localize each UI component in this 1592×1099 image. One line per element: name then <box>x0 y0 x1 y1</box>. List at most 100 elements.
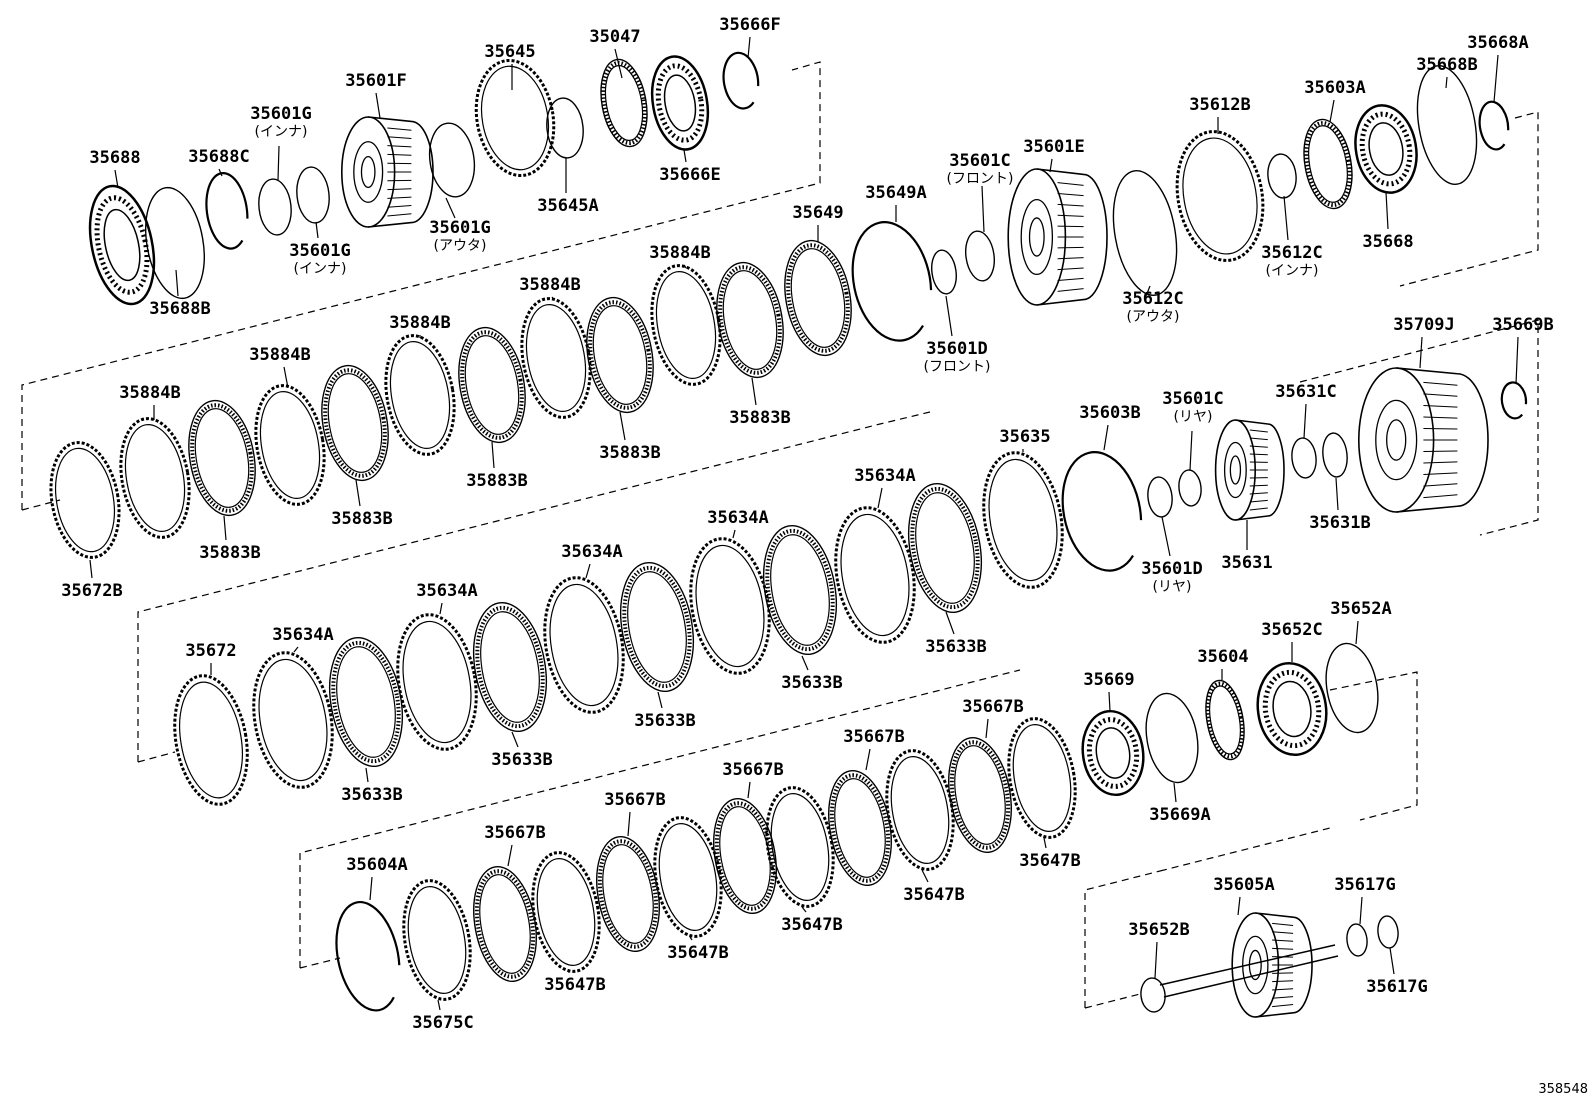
part-number-label: 35633B <box>634 711 695 731</box>
ring-disc <box>1112 170 1178 296</box>
outer-edge <box>908 482 982 614</box>
inner-edge <box>834 778 886 878</box>
disc-outline <box>1147 476 1173 518</box>
outer-edge <box>763 524 837 656</box>
spline-plate <box>252 651 334 789</box>
frame-line <box>1084 870 1161 1008</box>
inner-edge <box>604 65 644 141</box>
ring-arc <box>1500 381 1528 420</box>
drum-front <box>1214 419 1256 521</box>
leader-line <box>1385 191 1389 230</box>
leader-line <box>627 811 631 837</box>
drum-bore <box>1375 399 1418 481</box>
leader-line <box>293 646 299 653</box>
part-number-label: 35601C <box>1162 389 1223 409</box>
drum-spline <box>387 145 412 148</box>
leader-line <box>218 168 223 177</box>
part-number-label: 35688B <box>149 299 210 319</box>
drum-front <box>1007 168 1067 306</box>
part-number-label: 35884B <box>119 383 180 403</box>
bearing-race <box>1081 709 1145 797</box>
ring-disc <box>296 166 330 224</box>
part-number-label: 35604 <box>1197 647 1248 667</box>
friction-plate <box>1303 118 1353 210</box>
ring-disc <box>1322 432 1348 478</box>
part-number-label: 35604A <box>346 855 407 875</box>
disc-outline <box>296 166 330 224</box>
leader-lines <box>89 36 1519 1011</box>
lining-band <box>714 801 776 911</box>
part-number-label: 35047 <box>589 27 640 47</box>
ring-disc <box>1140 977 1166 1013</box>
friction-plate <box>596 835 660 953</box>
ring-disc <box>546 97 584 159</box>
drum-spline <box>1272 939 1294 942</box>
part-number-label: 35617G <box>1334 875 1395 895</box>
drum-spline <box>1423 381 1458 386</box>
inner-edge <box>549 583 619 707</box>
bearing-race <box>1354 104 1418 194</box>
drum-spline <box>1272 931 1294 934</box>
ring-arc <box>335 901 401 1012</box>
outer-race <box>1081 709 1145 797</box>
drum-spline <box>1249 484 1268 487</box>
part-number-label: 35883B <box>466 471 527 491</box>
friction-plate <box>600 58 648 148</box>
leader-line <box>683 264 687 269</box>
teeth-ring <box>982 451 1064 589</box>
frame-line <box>137 411 931 762</box>
lining-band <box>323 368 387 478</box>
part-number-label: 35652B <box>1128 920 1189 940</box>
part-number-label: 35635 <box>999 427 1050 447</box>
leader-line <box>365 767 369 783</box>
ring-arc <box>205 172 249 250</box>
friction-plate <box>763 524 837 656</box>
drum-spline <box>1272 980 1294 983</box>
disc-outline <box>1377 915 1399 949</box>
part-number-label: 35645A <box>537 196 598 216</box>
part-number-label: 35634A <box>561 542 622 562</box>
outer-edge <box>473 865 537 983</box>
teeth-ring <box>520 297 592 419</box>
leader-line <box>551 296 555 301</box>
ring-arc <box>722 51 760 110</box>
part-number-label: 35668A <box>1467 33 1528 53</box>
part-number-label: 35631 <box>1221 553 1272 573</box>
leader-line <box>1419 336 1423 369</box>
friction-plate <box>784 239 852 357</box>
drum-spline <box>387 213 412 217</box>
ring-disc <box>1267 153 1297 199</box>
part-number-label: 35668 <box>1362 232 1413 252</box>
spline-plate <box>384 334 456 456</box>
drum-spline <box>1249 499 1268 503</box>
part-position-note: (インナ) <box>255 124 308 140</box>
inner-edge <box>592 305 648 405</box>
leader-line <box>1049 158 1053 173</box>
leader-line <box>1108 691 1111 712</box>
friction-plate <box>458 326 526 444</box>
inner-edge <box>890 756 950 864</box>
lining-band <box>622 565 692 689</box>
leader-line <box>801 906 807 913</box>
lining-band <box>588 300 652 410</box>
part-number-label: 35884B <box>649 243 710 263</box>
part-number-label: 35666F <box>719 15 780 35</box>
leader-line <box>114 169 119 189</box>
drum-spline <box>1272 922 1294 926</box>
spline-plate <box>49 441 121 559</box>
rollers <box>94 195 150 295</box>
lining-band <box>1205 681 1245 759</box>
leader-line <box>877 487 883 509</box>
leader-line <box>1283 195 1289 241</box>
disc-outline <box>1178 469 1202 507</box>
inner-edge <box>954 745 1006 845</box>
frame-line <box>1299 319 1539 536</box>
drum-spline <box>1057 214 1084 217</box>
part-number-label: 35667B <box>962 697 1023 717</box>
leader-line <box>751 377 757 406</box>
leader-line <box>921 869 929 883</box>
drum-spline <box>387 127 412 131</box>
inner-edge <box>480 611 540 723</box>
leader-line <box>283 366 289 389</box>
outer-edge <box>458 326 526 444</box>
